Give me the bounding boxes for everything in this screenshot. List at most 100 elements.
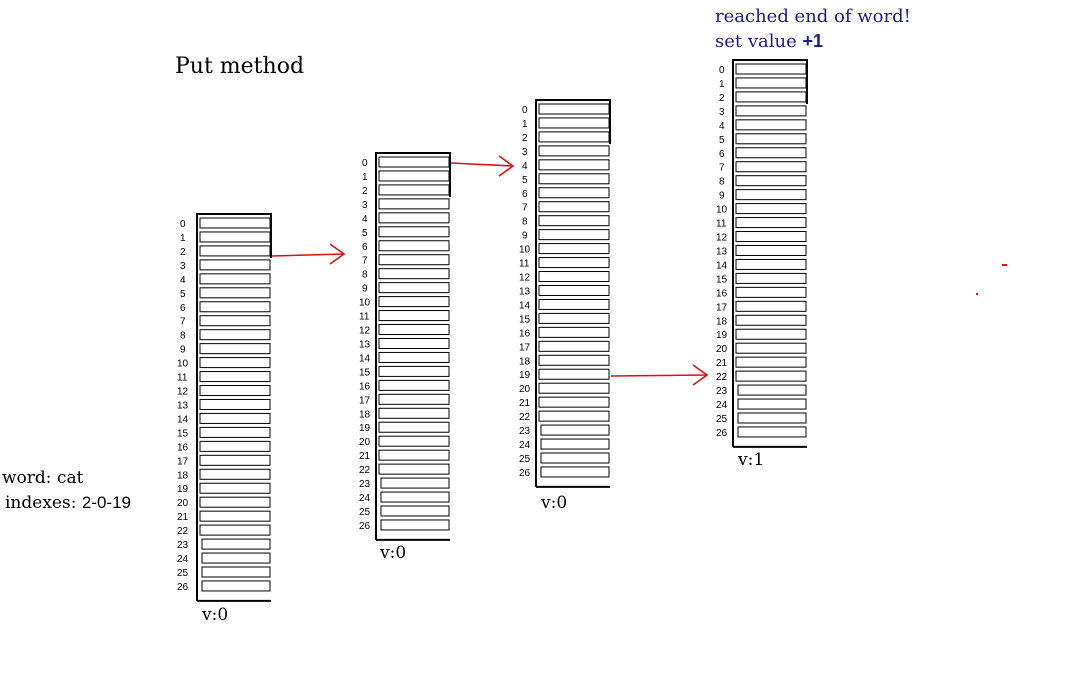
set-value-prefix: set value <box>715 31 803 52</box>
array-index-label: 4 <box>719 121 725 132</box>
array-index-label: 19 <box>519 370 531 381</box>
array-index-label: 0 <box>362 158 368 169</box>
array-cell <box>538 298 610 310</box>
array-index-label: 6 <box>180 303 186 314</box>
indexes-value: 2-0-19 <box>81 493 131 512</box>
array-cell <box>538 159 610 171</box>
array-index-label: 19 <box>177 484 189 495</box>
array-index-label: 1 <box>180 233 186 244</box>
array-cell <box>378 184 450 196</box>
array-cell <box>378 282 450 294</box>
array-cell <box>538 257 610 269</box>
array-cell <box>378 449 450 461</box>
array-cell <box>199 287 271 299</box>
array-index-label: 3 <box>180 261 186 272</box>
array-index-label: 22 <box>716 372 728 383</box>
array-index-label: 10 <box>359 298 371 309</box>
array-cell <box>735 77 807 89</box>
array-cell <box>199 412 271 424</box>
array-index-label: 17 <box>359 395 371 406</box>
array-cell <box>199 301 271 313</box>
array-index-label: 23 <box>359 479 371 490</box>
array-index-label: 24 <box>177 554 189 565</box>
array-cell <box>201 552 271 564</box>
array-index-label: 13 <box>519 286 531 297</box>
array-cell <box>735 314 807 326</box>
array-cell <box>735 356 807 368</box>
array-index-label: 9 <box>719 191 725 202</box>
array-index-label: 20 <box>359 437 371 448</box>
array-cell <box>735 147 807 159</box>
array-cell <box>378 156 450 168</box>
array-cell <box>378 296 450 308</box>
array-cell <box>199 273 271 285</box>
array-index-label: 9 <box>180 345 186 356</box>
array-index-label: 14 <box>716 260 728 271</box>
array-index-label: 16 <box>519 328 531 339</box>
array-cell <box>735 272 807 284</box>
array-cell <box>199 329 271 341</box>
array-cell <box>378 198 450 210</box>
array-cell <box>380 519 450 531</box>
array-index-label: 2 <box>362 186 368 197</box>
array-index-label: 8 <box>180 331 186 342</box>
array-index-label: 9 <box>522 231 528 242</box>
array-cell <box>538 284 610 296</box>
array-index-label: 2 <box>719 93 725 104</box>
array-index-label: 12 <box>177 387 189 398</box>
array-index-label: 2 <box>180 247 186 258</box>
array-cell <box>380 477 450 489</box>
array-cell <box>378 351 450 363</box>
array-cell <box>378 337 450 349</box>
array-index-label: 12 <box>359 326 371 337</box>
array-value-label: v:1 <box>737 450 764 470</box>
array-cell <box>199 315 271 327</box>
array-index-label: 3 <box>719 107 725 118</box>
link-arrowhead <box>692 364 709 386</box>
array-cell <box>538 340 610 352</box>
array-index-label: 18 <box>716 316 728 327</box>
array-index-label: 6 <box>362 242 368 253</box>
array-cell <box>538 117 610 129</box>
array-index-label: 2 <box>522 133 528 144</box>
array-cell <box>538 271 610 283</box>
array-cell <box>199 217 271 229</box>
array-cell <box>199 510 271 522</box>
array-index-label: 17 <box>177 456 189 467</box>
array-index-label: 20 <box>716 344 728 355</box>
array-cell <box>735 91 807 103</box>
array-cell <box>735 258 807 270</box>
array-cell <box>199 398 271 410</box>
array-index-label: 5 <box>180 289 186 300</box>
array-cell <box>735 342 807 354</box>
array-cell <box>378 463 450 475</box>
array-index-label: 21 <box>519 398 531 409</box>
array-index-label: 7 <box>522 203 528 214</box>
array-cell <box>199 496 271 508</box>
array-index-label: 11 <box>177 373 188 384</box>
array-cell <box>199 468 271 480</box>
array-index-label: 13 <box>716 246 728 257</box>
array-cell <box>378 226 450 238</box>
array-index-label: 12 <box>716 233 728 244</box>
array-index-label: 23 <box>716 386 728 397</box>
array-cell <box>538 243 610 255</box>
array-cell <box>538 229 610 241</box>
array-cell <box>538 326 610 338</box>
array-cell <box>735 189 807 201</box>
array-cell <box>199 371 271 383</box>
word-label: word: cat <box>2 468 84 488</box>
array-cell <box>199 245 271 257</box>
array-cell <box>735 175 807 187</box>
array-cell <box>540 438 610 450</box>
array-cell <box>378 170 450 182</box>
array-cell <box>735 217 807 229</box>
array-index-label: 6 <box>719 149 725 160</box>
array-index-label: 21 <box>359 451 371 462</box>
array-cell <box>378 324 450 336</box>
array-cell <box>735 119 807 131</box>
link-arrow <box>271 253 345 257</box>
array-index-label: 19 <box>716 330 728 341</box>
array-index-label: 16 <box>359 381 371 392</box>
